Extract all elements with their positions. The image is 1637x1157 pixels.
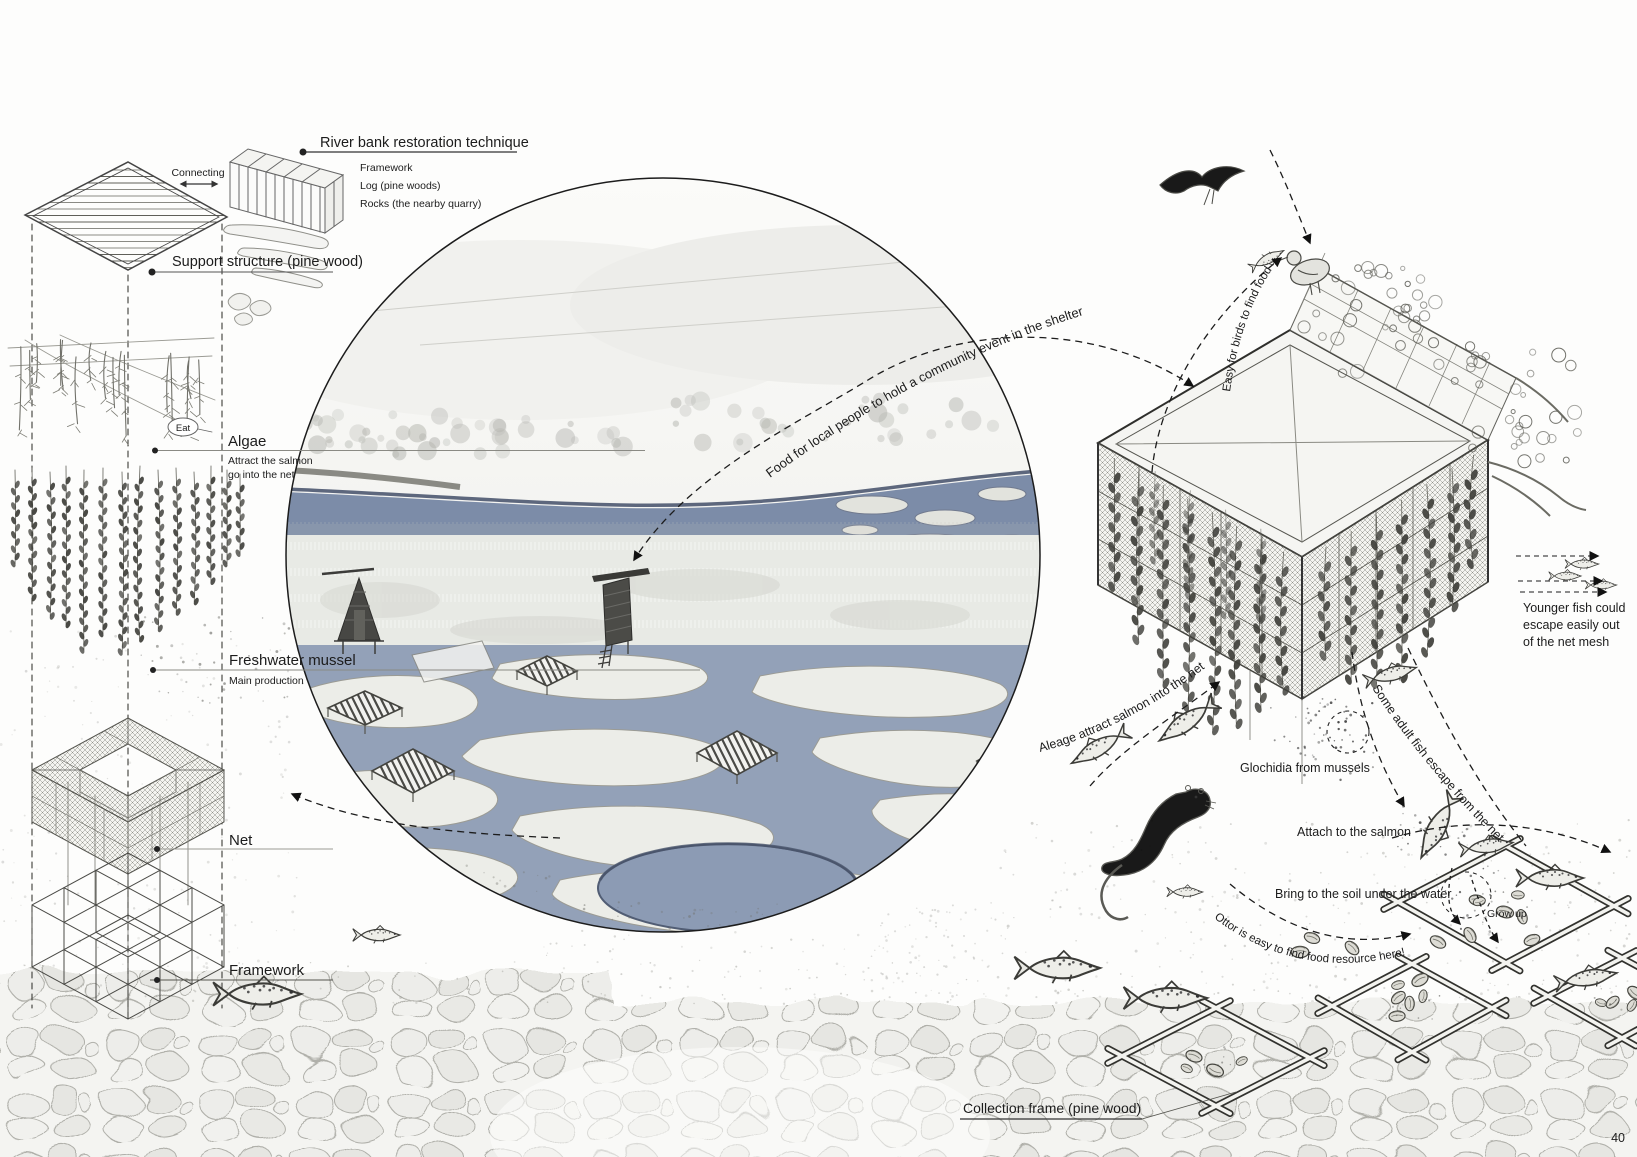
flying-bird-icon (1159, 166, 1246, 206)
algae-drawing (7, 334, 216, 446)
younger-fish-arrows (1516, 551, 1608, 597)
label-leader-lines (148, 148, 1237, 1120)
younger-fish-label: escape easily out (1523, 618, 1620, 632)
page-number: 40 (1611, 1131, 1625, 1145)
support-structure-label: Support structure (pine wood) (172, 254, 363, 270)
algae-desc: Attract the salmon (228, 455, 313, 467)
framework-label: Framework (229, 962, 305, 979)
mussel-shell-icon (1185, 1049, 1203, 1063)
freshwater-mussel-label: Freshwater mussel (229, 652, 356, 669)
flow-arrows (290, 149, 1612, 944)
floating-platform (411, 640, 495, 683)
growup-arrow (1448, 867, 1462, 926)
algae-desc: go into the net (228, 469, 295, 481)
mussel-shell-icon (1404, 995, 1415, 1012)
glochidia-dots (1269, 695, 1506, 940)
algae-label: Algae (228, 433, 266, 450)
mussel-shell-icon (1303, 931, 1321, 945)
mussel-shell-icon (1516, 909, 1528, 925)
net-cage-structure (1095, 166, 1587, 784)
glochidia-fall-arrow (1351, 651, 1405, 808)
mussel-shell-icon (1388, 1010, 1406, 1022)
soil-label: Bring to the soil under the water (1275, 887, 1452, 901)
stilt-hut-shelter (592, 568, 650, 669)
driftwood-roots (1487, 377, 1587, 517)
logs-and-rocks-sketch (223, 224, 329, 326)
mussel-lifecycle-diagram (212, 556, 1637, 1118)
community-event-arrow (633, 336, 1195, 562)
a-frame-shelter (321, 567, 384, 654)
otter-arrow (1229, 883, 1412, 941)
collection-frame (1314, 952, 1510, 1064)
mussel-shell-icon (1511, 890, 1525, 900)
salmon-into-net-arrow (1089, 681, 1221, 787)
collection-frames (1104, 834, 1637, 1118)
bird-dive-arrow (1269, 149, 1312, 245)
adult-escape-arrow (1407, 647, 1527, 847)
mussel-shell-icon (1627, 985, 1637, 1001)
mussel-desc: Main production (229, 675, 304, 687)
mussel-shell-icon (1429, 935, 1447, 949)
riverbank-title-label: River bank restoration technique (320, 135, 529, 151)
mussel-shell-icon (1594, 998, 1607, 1008)
net-label: Net (229, 832, 253, 849)
growup-arrow (1471, 879, 1499, 944)
collection-frame-label: Collection frame (pine wood) (963, 1100, 1141, 1116)
mussel-shell-icon (1495, 905, 1515, 919)
to-net-arrow (290, 792, 561, 839)
roof-plants (1297, 260, 1583, 469)
rock-shore (0, 959, 1637, 1157)
mussel-shell-icon (1523, 933, 1541, 947)
riverbank-item-label: Framework (360, 162, 413, 174)
perched-bird-icon (1246, 244, 1330, 296)
mussel-shell-icon (1418, 989, 1428, 1003)
roof-trellis (1289, 252, 1517, 441)
eat-label: Eat (176, 423, 191, 434)
loose-mussel-shells (1290, 905, 1541, 990)
glochidia-label: Glochidia from mussels (1240, 761, 1370, 775)
river-bank-edge (286, 467, 461, 490)
glochidia-dashed-circle (1326, 710, 1370, 754)
mussel-shell-icon (1463, 926, 1477, 944)
mussel-shell-icon (1390, 990, 1406, 1005)
mussel-shell-icon (1344, 940, 1360, 956)
gabion-box-drawing (228, 148, 345, 234)
left-exploded-diagram (7, 148, 345, 1023)
net-ring-drawing (30, 717, 226, 906)
framework-wireframe-drawing (31, 852, 225, 1020)
mussel-shell-icon (1235, 1056, 1248, 1066)
escape-far-arrow (1391, 824, 1612, 854)
connecting-label: Connecting (171, 167, 224, 179)
mussel-shell-icon (1411, 972, 1429, 988)
attach-label: Attach to the salmon (1297, 825, 1411, 839)
riverbank-item-label: Rocks (the nearby quarry) (360, 198, 481, 210)
birds-arrow (1151, 257, 1283, 473)
mussel-shell-icon (1391, 980, 1405, 990)
mussel-shell-icon (1206, 1063, 1225, 1078)
younger-fish-label: of the net mesh (1523, 635, 1609, 649)
collection-frame (1104, 996, 1328, 1118)
mussel-strings-drawing (10, 465, 318, 704)
otter-icon (1100, 785, 1217, 921)
riverbank-item-label: Log (pine woods) (360, 180, 441, 192)
younger-fish-label: Younger fish could (1523, 601, 1625, 615)
mussel-shell-icon (1180, 1063, 1193, 1074)
grow-up-label: Grow up (1487, 908, 1527, 920)
mussel-shell-icon (1290, 945, 1310, 959)
